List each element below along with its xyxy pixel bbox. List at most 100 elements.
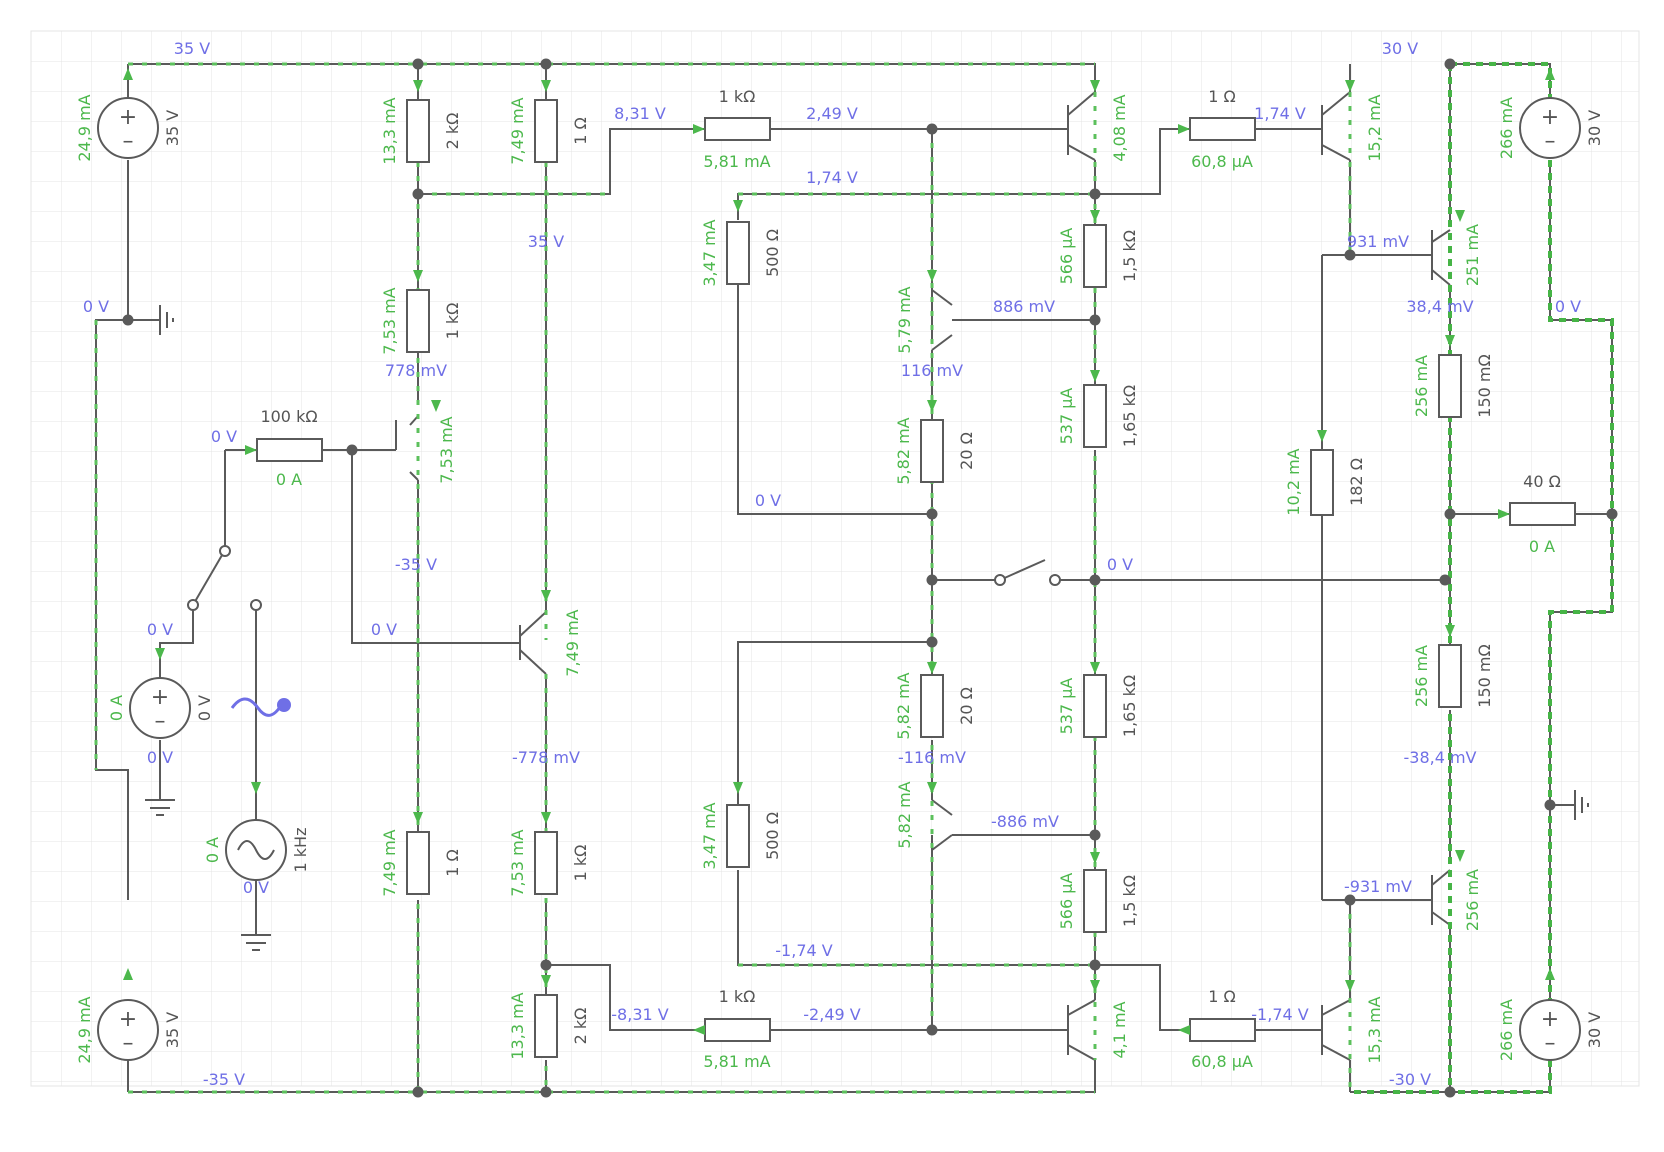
resistor-2k-bottom: 2 kΩ 13,3 mA	[508, 992, 590, 1059]
svg-text:5,81 mA: 5,81 mA	[703, 152, 770, 171]
svg-text:+: +	[119, 105, 137, 130]
svg-text:0 V: 0 V	[147, 748, 173, 767]
svg-text:5,81 mA: 5,81 mA	[703, 1052, 770, 1071]
svg-text:1 Ω: 1 Ω	[443, 849, 462, 877]
switches[interactable]	[187, 545, 1061, 611]
resistor-1ohm-driver-top: 1 Ω 60,8 µA	[1189, 87, 1256, 171]
svg-text:0 V: 0 V	[1555, 297, 1581, 316]
svg-text:256 mA: 256 mA	[1412, 355, 1431, 417]
svg-text:4,08 mA: 4,08 mA	[1110, 94, 1129, 161]
svg-text:1,65 kΩ: 1,65 kΩ	[1120, 675, 1139, 737]
svg-text:–: –	[155, 709, 166, 734]
svg-text:-931 mV: -931 mV	[1344, 877, 1412, 896]
svg-text:24,9 mA: 24,9 mA	[75, 94, 94, 161]
resistor-1k65-top: 1,65 kΩ 537 µA	[1057, 384, 1139, 448]
resistor-1ohm-top: 1 Ω 7,49 mA	[508, 97, 590, 164]
svg-text:–: –	[123, 129, 134, 154]
svg-text:0 V: 0 V	[195, 695, 214, 721]
svg-text:40 Ω: 40 Ω	[1523, 472, 1561, 491]
svg-text:100 kΩ: 100 kΩ	[260, 407, 317, 426]
svg-text:500 Ω: 500 Ω	[763, 812, 782, 860]
svg-text:38,4 mV: 38,4 mV	[1406, 297, 1473, 316]
svg-text:35 V: 35 V	[174, 39, 210, 58]
svg-text:1 kΩ: 1 kΩ	[443, 303, 462, 340]
svg-text:0 A: 0 A	[203, 837, 222, 863]
svg-text:15,2 mA: 15,2 mA	[1365, 94, 1384, 161]
resistors[interactable]: 2 kΩ 13,3 mA 1 Ω 7,49 mA 1 kΩ 7,53 mA 10…	[256, 87, 1576, 1071]
svg-text:30 V: 30 V	[1585, 1012, 1604, 1048]
resistor-20-bottom: 20 Ω 5,82 mA	[894, 672, 976, 739]
svg-text:0 A: 0 A	[107, 695, 126, 721]
source-30v-bottom: + – 30 V 266 mA	[1497, 999, 1604, 1061]
ground-icon	[1574, 790, 1589, 820]
resistor-1k65-bottom: 1,65 kΩ 537 µA	[1057, 674, 1139, 738]
svg-text:537 µA: 537 µA	[1057, 678, 1076, 735]
svg-text:5,82 mA: 5,82 mA	[894, 672, 913, 739]
resistor-1k-input: 1 kΩ 7,53 mA	[380, 287, 462, 354]
svg-text:20 Ω: 20 Ω	[957, 687, 976, 725]
svg-text:-778 mV: -778 mV	[512, 748, 580, 767]
svg-text:0 V: 0 V	[147, 620, 173, 639]
svg-text:60,8 µA: 60,8 µA	[1191, 152, 1253, 171]
svg-text:1 Ω: 1 Ω	[1208, 87, 1236, 106]
svg-text:15,3 mA: 15,3 mA	[1365, 996, 1384, 1063]
svg-text:7,53 mA: 7,53 mA	[437, 416, 456, 483]
svg-text:1 kHz: 1 kHz	[291, 828, 310, 873]
resistor-1k-bottom: 1 kΩ 7,53 mA	[508, 829, 590, 896]
svg-text:0 V: 0 V	[1107, 555, 1133, 574]
resistor-150m-bottom: 150 mΩ 256 mA	[1412, 644, 1494, 708]
junction-nodes	[122, 58, 1618, 1098]
svg-text:7,49 mA: 7,49 mA	[563, 609, 582, 676]
svg-text:116 mV: 116 mV	[901, 361, 963, 380]
svg-text:182 Ω: 182 Ω	[1347, 458, 1366, 506]
svg-text:-1,74 V: -1,74 V	[1251, 1005, 1308, 1024]
svg-text:30 V: 30 V	[1585, 110, 1604, 146]
svg-text:1 kΩ: 1 kΩ	[719, 987, 756, 1006]
sources[interactable]: + – 35 V 24,9 mA + – 35 V 24,9 mA + – 0 …	[75, 94, 1604, 1063]
svg-text:150 mΩ: 150 mΩ	[1475, 644, 1494, 707]
svg-text:1,65 kΩ: 1,65 kΩ	[1120, 385, 1139, 447]
svg-text:1 kΩ: 1 kΩ	[719, 87, 756, 106]
resistor-2k-top: 2 kΩ 13,3 mA	[380, 97, 462, 164]
resistor-182: 182 Ω 10,2 mA	[1284, 448, 1366, 516]
probe-icon[interactable]	[230, 697, 291, 717]
svg-text:10,2 mA: 10,2 mA	[1284, 448, 1303, 515]
svg-text:2 kΩ: 2 kΩ	[443, 113, 462, 150]
svg-text:5,82 mA: 5,82 mA	[895, 781, 914, 848]
svg-text:266 mA: 266 mA	[1497, 97, 1516, 159]
svg-text:4,1 mA: 4,1 mA	[1110, 1001, 1129, 1058]
svg-text:-30 V: -30 V	[1389, 1070, 1431, 1089]
svg-text:0 V: 0 V	[243, 878, 269, 897]
ground-icon	[159, 305, 174, 335]
svg-text:5,79 mA: 5,79 mA	[895, 286, 914, 353]
source-35v-top: + – 35 V 24,9 mA	[75, 94, 182, 161]
svg-text:2,49 V: 2,49 V	[806, 104, 858, 123]
svg-text:7,49 mA: 7,49 mA	[380, 829, 399, 896]
svg-text:1,74 V: 1,74 V	[1254, 104, 1306, 123]
svg-text:0 V: 0 V	[83, 297, 109, 316]
svg-text:1,74 V: 1,74 V	[806, 168, 858, 187]
svg-text:-886 mV: -886 mV	[991, 812, 1059, 831]
resistor-1ohm-bottom: 1 Ω 7,49 mA	[380, 829, 462, 896]
svg-text:35 V: 35 V	[163, 110, 182, 146]
svg-text:-35 V: -35 V	[203, 1070, 245, 1089]
svg-text:-116 mV: -116 mV	[898, 748, 966, 767]
feedback-switch	[994, 574, 1061, 586]
svg-text:8,31 V: 8,31 V	[614, 104, 666, 123]
current-arrows	[123, 68, 1555, 1035]
svg-text:256 mA: 256 mA	[1412, 645, 1431, 707]
svg-text:0 A: 0 A	[276, 470, 302, 489]
svg-text:-8,31 V: -8,31 V	[611, 1005, 668, 1024]
svg-text:24,9 mA: 24,9 mA	[75, 996, 94, 1063]
svg-text:266 mA: 266 mA	[1497, 999, 1516, 1061]
resistor-1k5-bottom: 1,5 kΩ 566 µA	[1057, 869, 1139, 933]
svg-text:–: –	[1545, 1031, 1556, 1056]
resistor-500-bottom: 500 Ω 3,47 mA	[700, 802, 782, 869]
svg-text:+: +	[151, 685, 169, 710]
svg-text:2 kΩ: 2 kΩ	[571, 1008, 590, 1045]
svg-text:3,47 mA: 3,47 mA	[700, 219, 719, 286]
svg-text:-2,49 V: -2,49 V	[803, 1005, 860, 1024]
resistor-100k: 100 kΩ 0 A	[256, 407, 323, 489]
svg-text:3,47 mA: 3,47 mA	[700, 802, 719, 869]
